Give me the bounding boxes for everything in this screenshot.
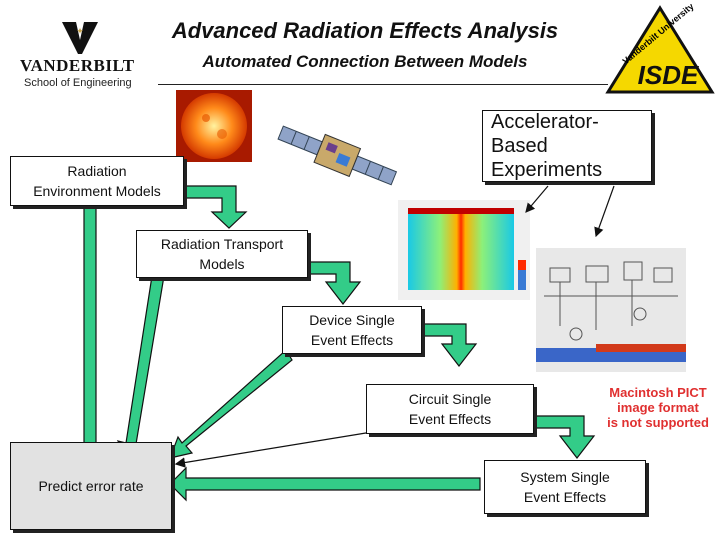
system-single-event-effects-box: System Single Event Effects <box>484 460 646 514</box>
device-single-event-effects-label: Device Single Event Effects <box>309 312 395 348</box>
accelerator-based-experiments-label: Accelerator-Based Experiments <box>491 111 603 181</box>
arrow-transport-to-predict <box>116 275 165 461</box>
page-title: Advanced Radiation Effects Analysis <box>171 18 559 43</box>
sun-image <box>176 90 252 162</box>
svg-text:ISDE: ISDE <box>638 60 699 90</box>
radiation-transport-models-label: Radiation Transport Models <box>160 236 284 272</box>
predict-error-rate-box: Predict error rate <box>10 442 172 530</box>
circuit-single-event-effects-box: Circuit Single Event Effects <box>366 384 534 434</box>
radiation-environment-models-label: Radiation Environment Models <box>33 163 161 199</box>
arrow-transport-to-device <box>305 261 362 305</box>
svg-text:✦: ✦ <box>76 26 84 36</box>
callout-arrow-to-schematic <box>594 185 615 238</box>
radiation-environment-models-box: Radiation Environment Models <box>10 156 184 206</box>
arrow-system-to-predict <box>169 466 481 502</box>
predict-error-rate-label: Predict error rate <box>38 478 144 494</box>
arrow-circuit-to-predict <box>174 431 373 468</box>
callout-arrow-to-plot <box>525 185 549 213</box>
isde-logo: Vanderbilt University ISDE <box>605 4 715 94</box>
arrow-device-to-circuit <box>419 323 478 367</box>
circuit-single-event-effects-label: Circuit Single Event Effects <box>408 391 492 427</box>
device-single-event-effects-box: Device Single Event Effects <box>282 306 422 354</box>
arrow-env-to-transport <box>181 185 248 229</box>
circuit-schematic-image <box>536 248 686 372</box>
radiation-transport-plot-image <box>398 200 530 300</box>
school-of-engineering-label: School of Engineering <box>24 77 132 89</box>
arrow-circuit-to-system <box>529 415 596 459</box>
satellite-image <box>277 125 398 186</box>
arrow-device-to-predict <box>169 349 293 459</box>
radiation-transport-models-box: Radiation Transport Models <box>136 230 308 278</box>
system-single-event-effects-label: System Single Event Effects <box>520 469 610 505</box>
title-divider <box>158 84 608 85</box>
pict-unsupported-notice: Macintosh PICT image format is not suppo… <box>607 385 709 430</box>
accelerator-based-experiments-box: Accelerator-Based Experiments <box>482 110 652 182</box>
vanderbilt-wordmark: VANDERBILT <box>20 56 135 75</box>
vanderbilt-v-logo: ✦ <box>62 22 98 54</box>
page-subtitle: Automated Connection Between Models <box>202 52 528 71</box>
arrow-env-to-predict <box>72 203 108 471</box>
